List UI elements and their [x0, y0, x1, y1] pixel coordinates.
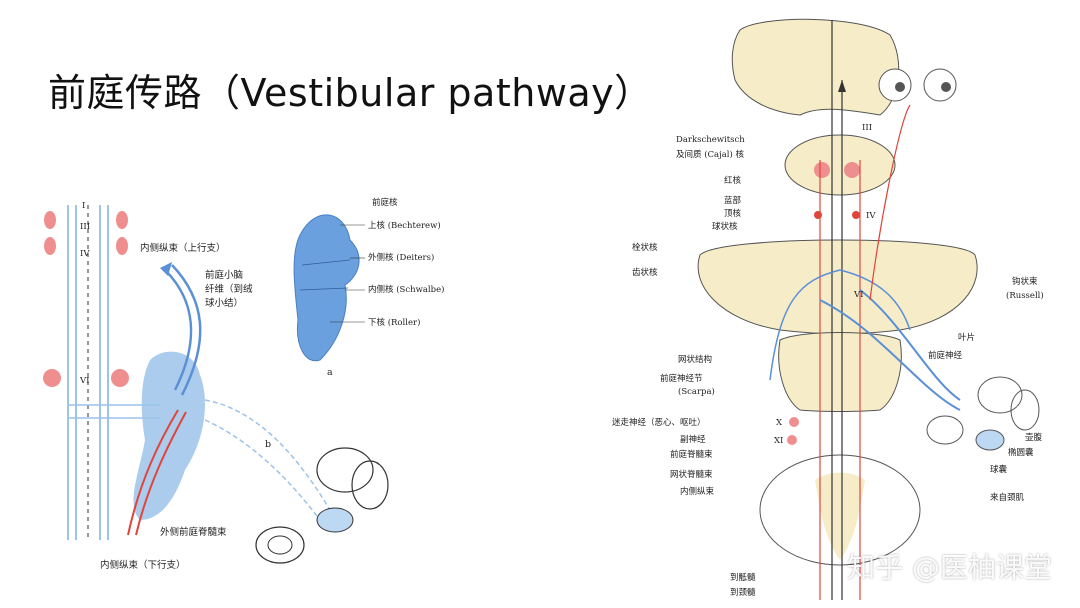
roman-VI: VI: [79, 376, 90, 386]
rlabel-vs-tract: 前庭脊髓束: [670, 449, 713, 460]
nucleus-superior: 上核 (Bechterew): [368, 220, 441, 231]
rlabel-utricle: 椭圆囊: [1008, 447, 1034, 458]
rroman-VI: VI: [853, 290, 864, 300]
rroman-III: III: [862, 123, 872, 133]
rlabel-mlf: 内侧纵束: [680, 486, 715, 497]
roman-I: I: [82, 201, 85, 211]
rlabel-saccule: 球囊: [990, 464, 1008, 475]
rlabel-to-cervical: 到颈髓: [730, 587, 756, 598]
rlabel-cajal: 及间质 (Cajal) 核: [676, 149, 745, 160]
nucleus-lateral: 外侧核 (Deiters): [368, 252, 434, 263]
roman-III: III: [80, 222, 90, 232]
rlabel-scarpa: (Scarpa): [678, 386, 715, 397]
rlabel-emboliform: 栓状核: [632, 242, 658, 253]
nucleus-inferior: 下核 (Roller): [368, 317, 420, 328]
rroman-XI: XI: [774, 436, 783, 446]
rlabel-vest-ganglion: 前庭神经节: [660, 373, 703, 384]
rlabel-ampulla: 壶腹: [1025, 432, 1043, 443]
rlabel-neck-muscle: 来自颈肌: [990, 492, 1025, 503]
watermark: 知乎 @医柚课堂: [847, 551, 1052, 584]
rlabel-darkschewitsch: Darkschewitsch: [676, 135, 745, 145]
rroman-X: X: [776, 418, 783, 428]
roman-IV: IV: [80, 249, 90, 259]
rlabel-vest-nerve: 前庭神经: [928, 350, 963, 361]
rlabel-fastigial: 顶核: [724, 208, 742, 219]
rlabel-red-nucleus: 红核: [724, 175, 742, 186]
rlabel-to-sacral: 到骶髓: [730, 572, 756, 583]
rlabel-vagus: 迷走神经（恶心、呕吐）: [612, 417, 706, 428]
nuclei-heading: 前庭核: [372, 197, 398, 208]
vc-fiber-line2: 纤维（到绒: [205, 283, 253, 295]
label-a: a: [327, 367, 333, 378]
lateral-vs-tract-label: 外侧前庭脊髓束: [160, 526, 227, 538]
mlf-up-label: 内侧纵束（上行支）: [140, 242, 226, 254]
left-pathway-figure: I III IV VI 内侧纵束（上行支） 前庭小脑 纤维（到绒 球小结） 外侧…: [43, 201, 389, 571]
nucleus-medial: 内侧核 (Schwalbe): [368, 284, 444, 295]
rlabel-uncinate: 钩状束: [1012, 276, 1038, 287]
rlabel-rs-tract: 网状脊髓束: [670, 469, 713, 480]
rlabel-locus: 蓝部: [724, 195, 742, 206]
rroman-IV: IV: [866, 211, 876, 221]
rlabel-reticular: 网状结构: [678, 354, 712, 365]
rlabel-russell: (Russell): [1006, 290, 1044, 301]
right-brainstem-figure: Darkschewitsch 及间质 (Cajal) 核 红核 蓝部 顶核 球状…: [612, 18, 1044, 600]
rlabel-folia: 叶片: [958, 332, 975, 343]
nuclei-figure: 前庭核 上核 (Bechterew) 外侧核 (Deiters) 内侧核 (Sc…: [293, 197, 444, 378]
page-title: 前庭传路（Vestibular pathway）: [48, 71, 653, 115]
mlf-down-label: 内侧纵束（下行支）: [100, 559, 186, 571]
label-b: b: [265, 439, 271, 450]
rlabel-globose: 球状核: [712, 221, 738, 232]
rlabel-dentate: 齿状核: [632, 267, 658, 278]
vc-fiber-line1: 前庭小脑: [205, 269, 243, 281]
vc-fiber-line3: 球小结）: [205, 297, 243, 309]
rlabel-accessory: 副神经: [680, 434, 706, 445]
